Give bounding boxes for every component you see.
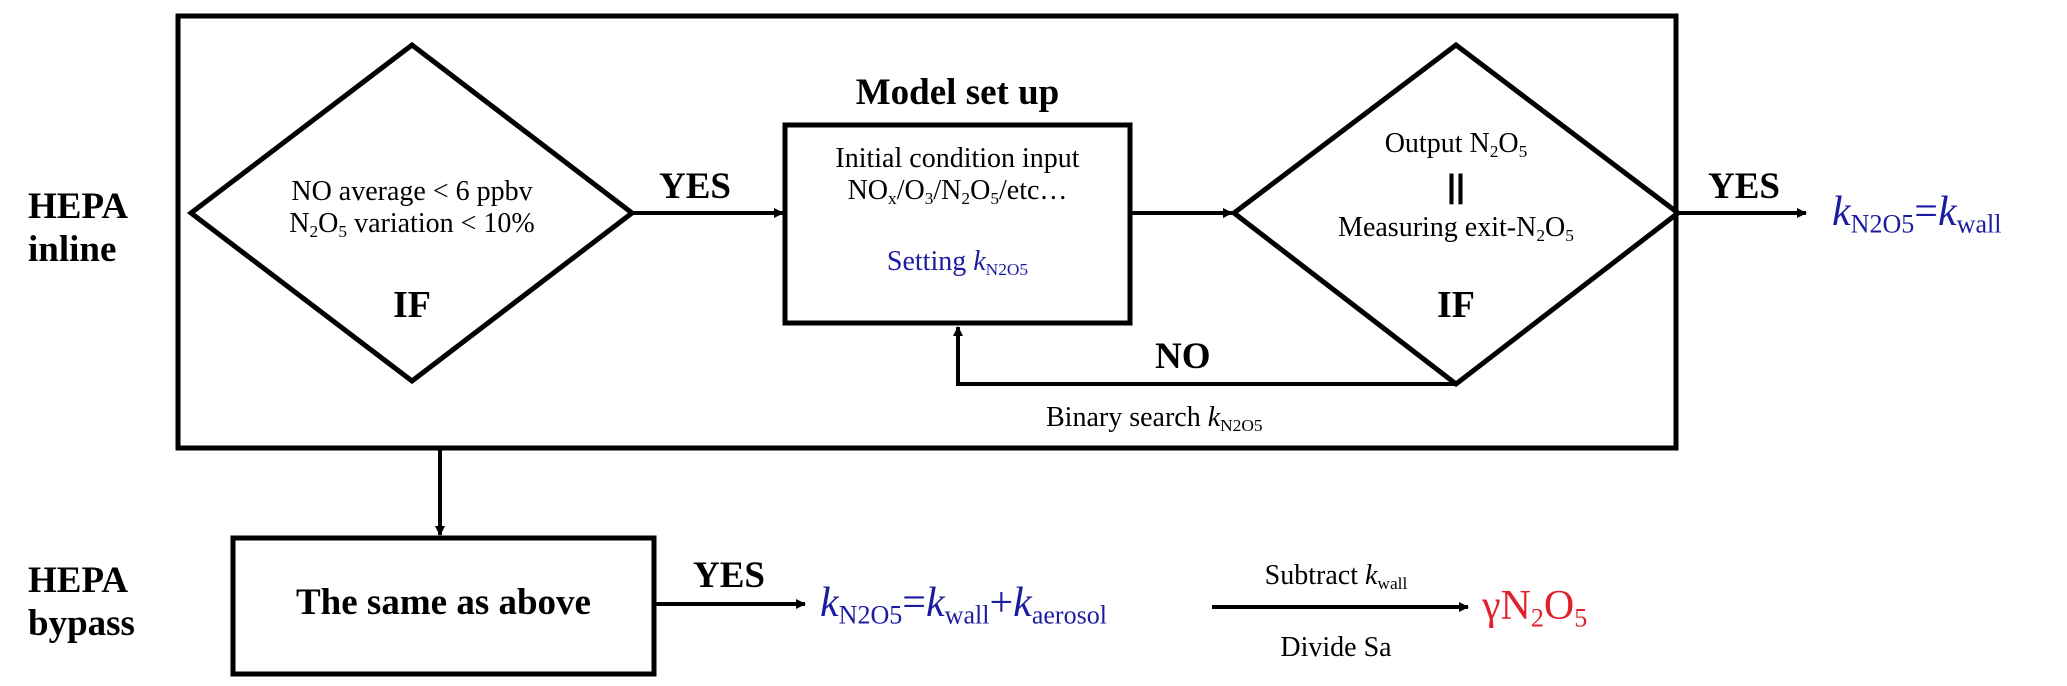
model-line1: Initial condition input bbox=[835, 143, 1080, 174]
hepa-inline-frame bbox=[175, 13, 1679, 451]
if-decision-left bbox=[186, 41, 637, 385]
yes-label-3: YES bbox=[693, 555, 765, 596]
row-label-inline: HEPA inline bbox=[28, 186, 128, 271]
model-title: Model set up bbox=[855, 72, 1060, 113]
bypass-box-label: The same as above bbox=[296, 582, 591, 623]
result-bypass: kN2O5=kwall+kaerosol bbox=[820, 580, 1107, 630]
yes-label-2: YES bbox=[1708, 166, 1780, 207]
row-label-bypass-line1: HEPA bbox=[28, 560, 129, 601]
model-setting: Setting kN2O5 bbox=[886, 246, 1029, 279]
if-left-tag: IF bbox=[393, 284, 431, 326]
if-left-line1: NO average < 6 ppbv bbox=[291, 176, 533, 207]
gamma-n2o5: γN2O5 bbox=[1482, 583, 1588, 633]
equals-sign: || bbox=[1447, 168, 1465, 204]
yes-label-1: YES bbox=[659, 166, 731, 207]
if-right-output: Output N2O5 bbox=[1384, 128, 1528, 161]
binary-search-label: Binary search kN2O5 bbox=[1046, 402, 1263, 435]
if-left-line2: N2O5 variation < 10% bbox=[289, 208, 535, 242]
if-right-measuring: Measuring exit-N2O5 bbox=[1338, 212, 1574, 245]
if-right-tag: IF bbox=[1437, 284, 1475, 326]
row-label-inline-line1: HEPA bbox=[28, 186, 129, 227]
subtract-label: Subtract kwall bbox=[1264, 560, 1408, 593]
row-label-bypass: HEPA bypass bbox=[28, 560, 135, 645]
model-setup-box bbox=[782, 122, 1133, 326]
row-label-bypass-line2: bypass bbox=[28, 602, 135, 644]
divide-label: Divide Sa bbox=[1280, 632, 1392, 663]
row-label-inline-line2: inline bbox=[28, 228, 117, 270]
result-inline: kN2O5=kwall bbox=[1832, 189, 2002, 239]
if-left-conditions: NO average < 6 ppbv N2O5 variation < 10% bbox=[232, 176, 592, 240]
model-line2: NOx/O3/N2O5/etc… bbox=[847, 175, 1068, 209]
model-text: Initial condition input NOx/O3/N2O5/etc… bbox=[785, 143, 1130, 207]
no-label: NO bbox=[1155, 336, 1211, 377]
no-feedback-arrow bbox=[953, 326, 1456, 386]
